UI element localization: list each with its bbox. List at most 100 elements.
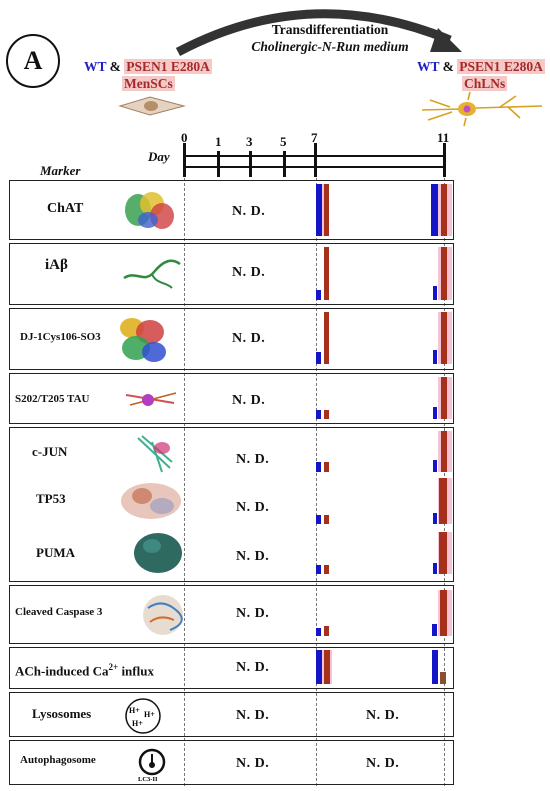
puma-wt-day11-bar [433,563,437,574]
marker-caspase-label: Cleaved Caspase 3 [15,606,103,618]
calcium-wt-day11-bar [432,650,438,684]
not-detected-label: N. D. [236,756,270,771]
ampersand: & [109,59,121,74]
chat-protein-structure-icon [125,192,174,229]
tau-wt-day7-bar [316,410,321,419]
svg-text:H+: H+ [144,710,155,719]
chln-neuron-icon [421,91,543,127]
tp53-mutant-day11-bar [439,478,447,524]
day-tick-label: 1 [215,134,222,149]
not-detected-label: N. D. [232,331,266,346]
cjun-mutant-day11-bar [441,431,447,472]
right-header: WT & PSEN1 E280A [417,59,545,75]
day-tick-label: 11 [437,130,450,145]
not-detected-label: N. D. [232,393,266,408]
iabeta-wt-day7-bar [316,290,321,300]
svg-text:H+: H+ [132,719,143,728]
timeline-tick [283,151,286,177]
wt-label: WT [417,59,440,74]
left-header: WT & PSEN1 E280A [84,59,212,75]
caspase-wt-day7-bar [316,628,321,636]
day-tick-label: 0 [181,130,188,145]
medium-label: Cholinergic-N-Run medium [251,39,409,54]
puma-protein-structure-icon [134,533,182,573]
marker-dj1-label: DJ-1Cys106-SO3 [20,331,101,343]
iabeta-peptide-icon [123,259,181,289]
not-detected-label: N. D. [236,549,270,564]
row-box-chat [9,180,454,240]
timeline-tick [183,143,186,177]
caspase-wt-day11-bar [432,624,437,636]
puma-mutant-day11-bar [439,532,447,574]
iabeta-mutant-day7-bar [324,247,329,300]
row-box-autophagosome [9,740,454,785]
marker-tau-label: S202/T205 TAU [15,393,90,405]
lysosome-icon: H+ H+ H+ [125,698,161,734]
not-detected-label: N. D. [236,660,270,675]
chat-mutant-day11-bar [441,184,447,236]
row-box-tau [9,373,454,424]
cjun-protein-structure-icon [137,435,173,473]
row-box-calcium [9,647,454,689]
timeline-tick [217,151,220,177]
tau-mutant-day7-bar [324,410,329,419]
ampersand: & [442,59,454,74]
day-tick-label: 7 [311,130,318,145]
right-cells-label: ChLNs [462,76,508,91]
row-box-apoptosis [9,427,454,582]
tau-protein-icon [125,392,177,406]
tau-mutant-day11-bar [441,377,447,419]
day0-guide-line [184,178,185,786]
tp53-wt-day11-bar [433,513,437,524]
tp53-protein-structure-icon [121,483,181,519]
row-box-caspase [9,585,454,644]
dj1-wt-day7-bar [316,352,321,364]
tp53-mutant-day7-bar [324,515,329,524]
chat-mutant-day7-bar [324,184,329,236]
marker-iabeta-label: iAβ [45,257,68,273]
svg-text:LC3-II: LC3-II [138,776,158,783]
mutant-label: PSEN1 E280A [124,59,212,74]
not-detected-label: N. D. [232,265,266,280]
marker-lysosomes-label: Lysosomes [32,706,92,721]
caspase-mutant-day7-bar [324,626,329,636]
not-detected-label: N. D. [366,708,400,723]
row-box-dj1 [9,308,454,370]
caspase3-protein-structure-icon [143,595,183,635]
calcium-mutant-day7-bar [324,650,330,684]
row-box-lysosomes [9,692,454,737]
dj1-mutant-day11-bar [441,312,447,364]
mutant-label: PSEN1 E280A [457,59,545,74]
timeline-tick [443,143,446,177]
marker-label: Marker [40,163,81,178]
dj1-mutant-day7-bar [324,312,329,364]
dj1-protein-structure-icon [120,318,166,362]
dj1-wt-day11-bar [433,350,437,364]
not-detected-label: N. D. [236,606,270,621]
cjun-wt-day7-bar [316,462,321,472]
timeline-tick [249,151,252,177]
puma-mutant-day7-bar [324,565,329,574]
left-cells-label: MenSCs [122,76,175,91]
marker-tp53-label: TP53 [36,491,66,506]
day-label: Day [148,149,170,164]
day-tick-label: 5 [280,134,287,149]
not-detected-label: N. D. [236,452,270,467]
chat-wt-day7-bar [316,184,322,236]
row-box-iabeta [9,243,454,305]
not-detected-label: N. D. [236,500,270,515]
calcium-mutant-day11-bar [440,672,446,684]
transdifferentiation-title: Transdifferentiation [271,22,389,37]
tp53-wt-day7-bar [316,515,321,524]
marker-puma-label: PUMA [36,545,75,560]
marker-autophagosome-label: Autophagosome [20,754,96,766]
not-detected-label: N. D. [366,756,400,771]
timeline-tick [314,143,317,177]
transdifferentiation-arrow [175,9,462,56]
cjun-mutant-day7-bar [324,462,329,472]
autophagosome-icon: LC3-II [138,748,166,783]
chat-wt-day11-bar [431,184,438,236]
tau-wt-day11-bar [433,407,437,419]
not-detected-label: N. D. [232,204,266,219]
iabeta-mutant-day11-bar [441,247,447,300]
